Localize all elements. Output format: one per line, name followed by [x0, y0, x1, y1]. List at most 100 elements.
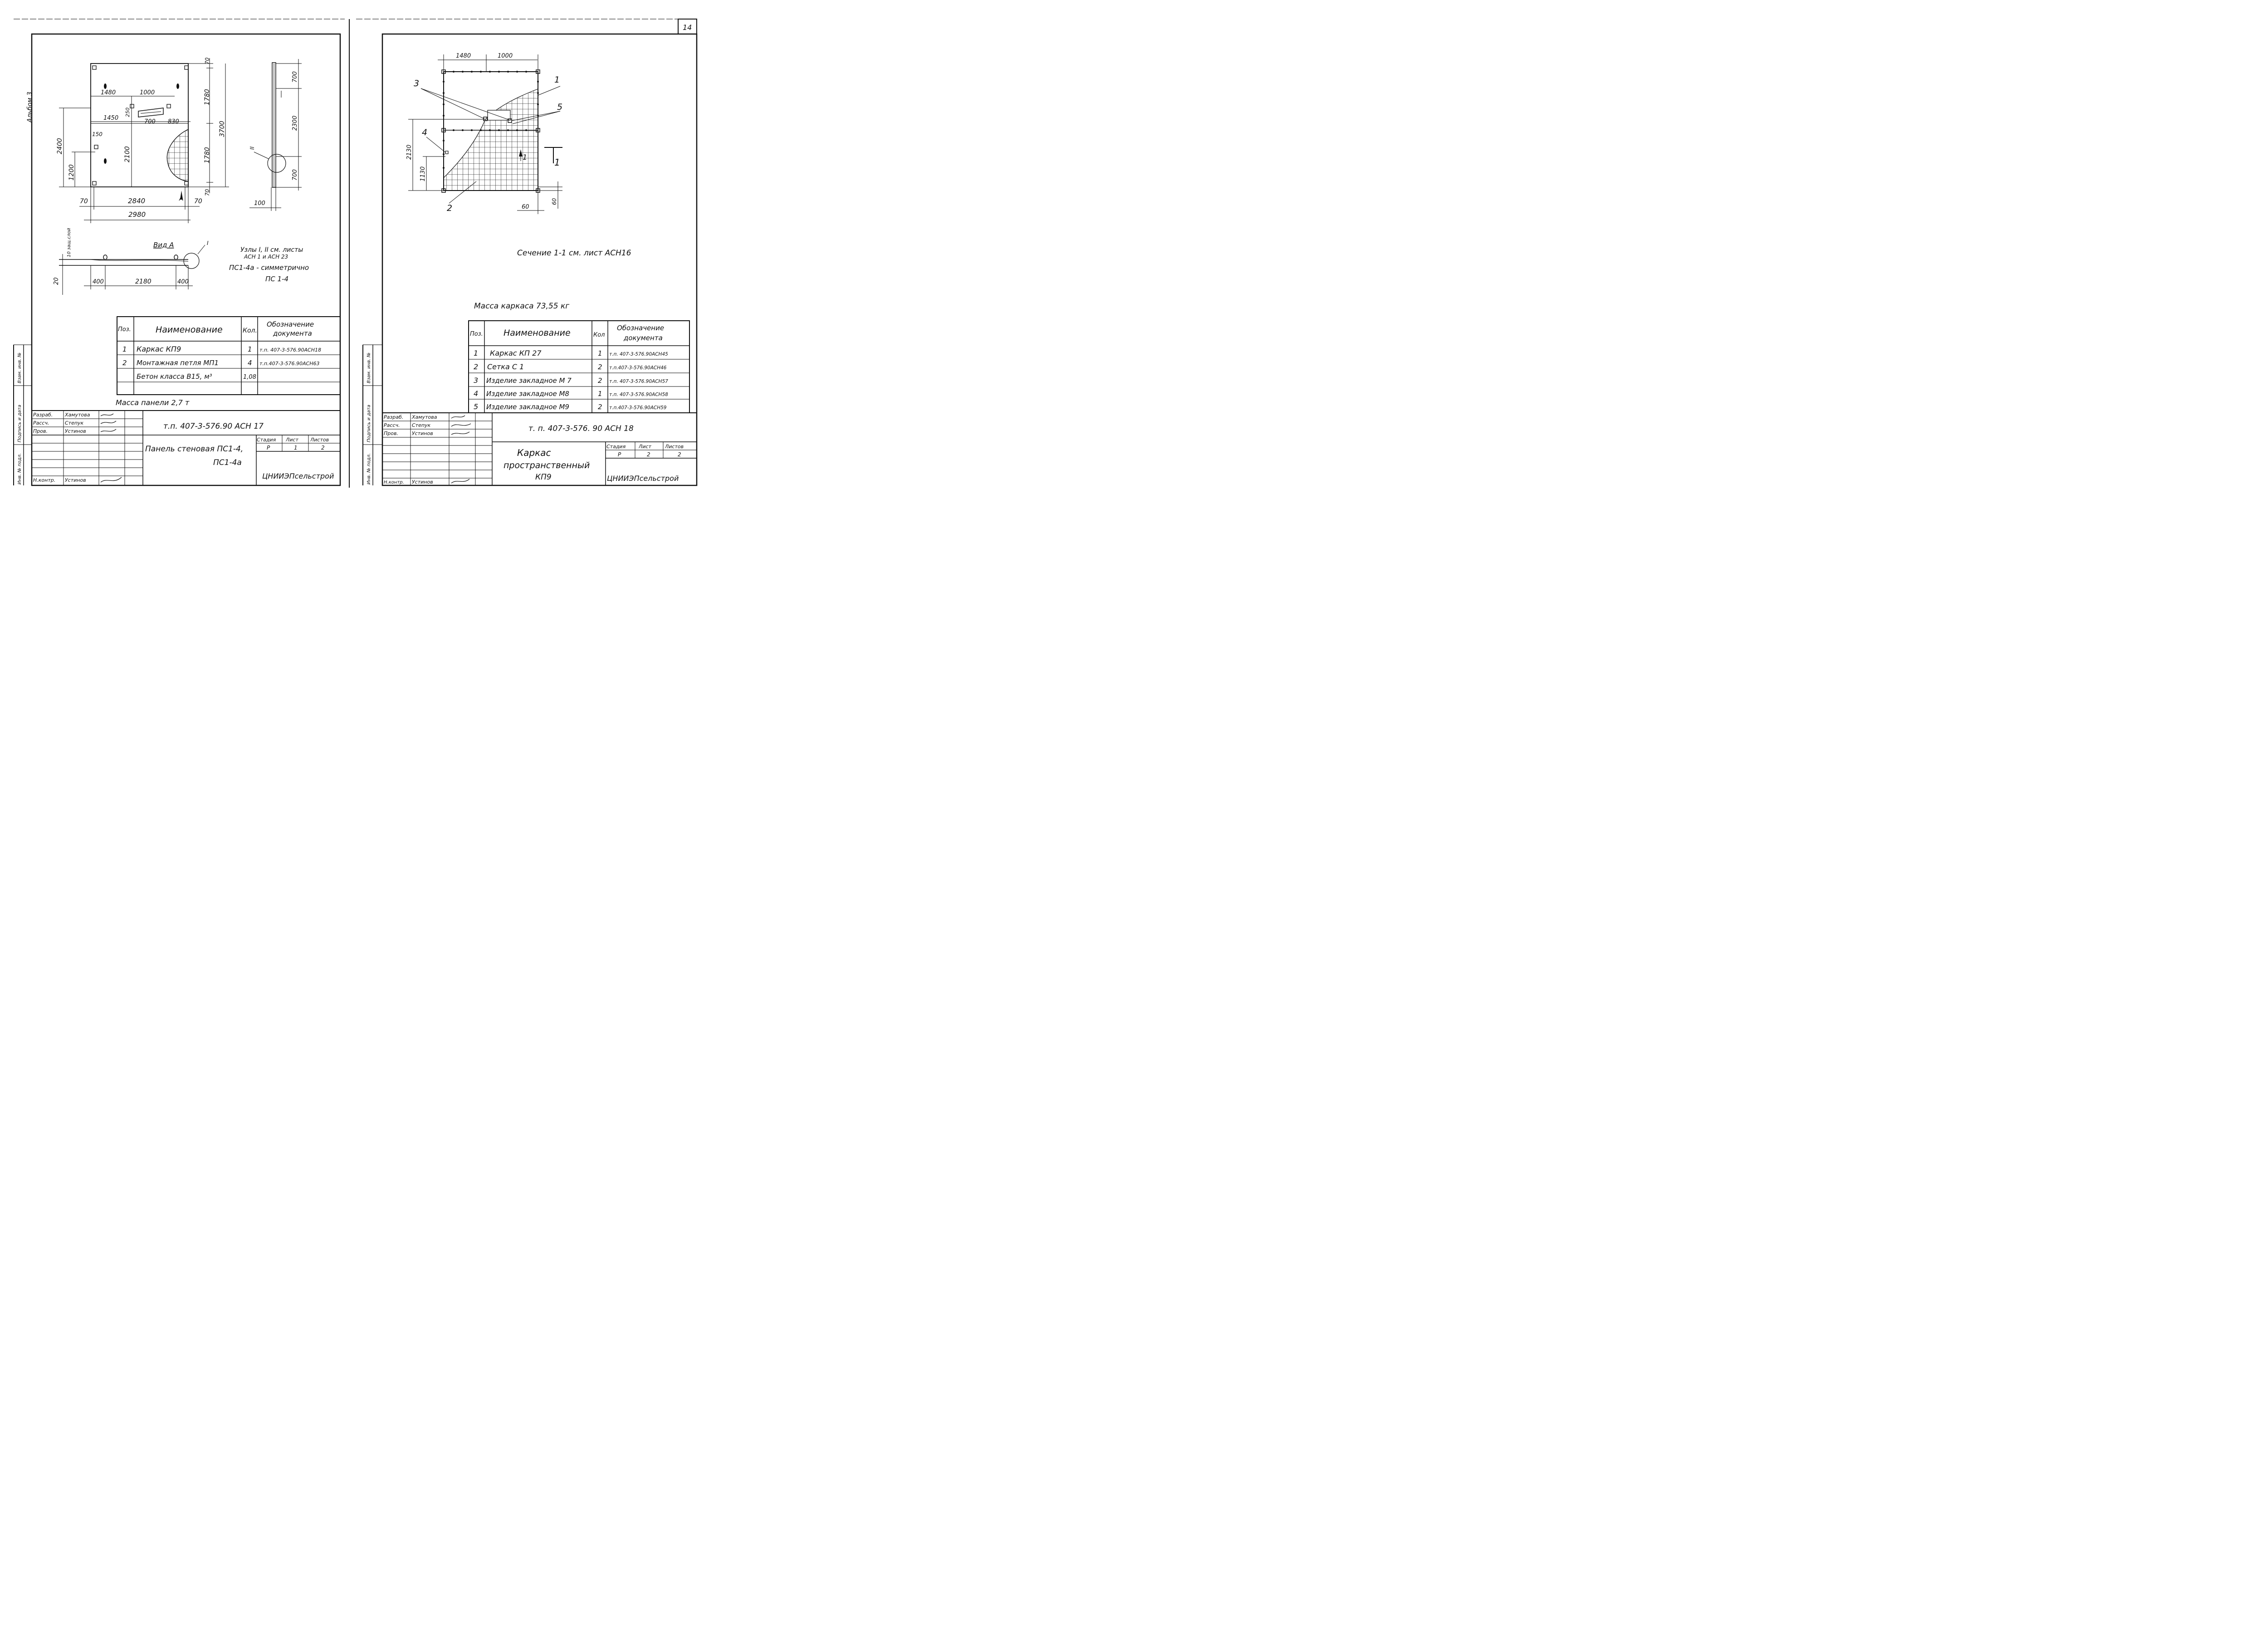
right-signatures	[451, 415, 471, 484]
left-mass-note: Масса панели 2,7 т	[116, 398, 190, 407]
node-II-label: II	[249, 146, 255, 150]
dim-1780-a: 1780	[204, 89, 211, 105]
dim-150: 150	[92, 131, 103, 137]
node-I-label: I	[207, 240, 209, 246]
margin-inv-label: Инв. № подл.	[17, 453, 22, 484]
right-sheets-header: Листов	[665, 444, 684, 450]
dim-b70: 70	[80, 198, 88, 205]
section-mark-right: 1	[554, 157, 560, 168]
dim-1200: 1200	[68, 164, 75, 181]
left-title-line1: Панель стеновая ПС1-4,	[145, 445, 243, 454]
right-spec-r4-name: Изделие закладное М8	[486, 390, 569, 398]
right-name-2: Степук	[412, 422, 431, 428]
left-spec-h-doc1: Обозначение	[267, 320, 314, 328]
dim-830: 830	[168, 118, 179, 125]
view-a: Вид А I 10 защ.слой 20 400 2180 400	[53, 228, 209, 295]
right-spec-r1-pos: 1	[474, 349, 478, 357]
left-name-1: Хамутова	[64, 412, 90, 418]
right-spec-r3-name: Изделие закладное М 7	[486, 377, 572, 385]
note-line-2: АСН 1 и АСН 23	[244, 254, 288, 260]
view-a-dim-400b: 400	[177, 279, 189, 285]
right-doc-code: т. п. 407-3-576. 90 АСН 18	[528, 424, 634, 433]
side-dim-100: 100	[254, 200, 265, 207]
left-stage-value: Р	[267, 445, 270, 451]
view-a-title: Вид А	[153, 241, 174, 249]
dim-1450: 1450	[103, 115, 118, 122]
cage-dim-1130: 1130	[420, 166, 426, 181]
section-mark-left: 1	[523, 153, 527, 161]
right-margin-inv-label: Инв. № подл.	[367, 453, 371, 484]
right-title-line2: пространственный	[503, 460, 590, 470]
view-arrow-a: A	[179, 195, 184, 202]
view-a-dim-20: 20	[53, 277, 60, 285]
right-mass-note: Масса каркаса 73,55 кг	[474, 302, 569, 311]
page-number-box	[678, 19, 697, 34]
dim-2400: 2400	[56, 138, 64, 154]
right-name-3: Устинов	[412, 431, 433, 436]
note-line-1: Узлы I, II см. листы	[240, 246, 303, 254]
side-dim-700a: 700	[292, 71, 298, 83]
right-spec-r1-qty: 1	[598, 349, 602, 357]
dim-top-70: 70	[204, 57, 210, 64]
dim-1000: 1000	[140, 89, 155, 96]
dim-700: 700	[144, 118, 156, 125]
callout-5: 5	[557, 102, 562, 112]
right-spec-r5-qty: 2	[598, 403, 602, 411]
left-spec-r2-doc: т.п.407-3-576.90АСН63	[259, 361, 320, 367]
left-spec-h-name: Наименование	[156, 325, 223, 335]
cage-callouts: 3 1 5 4 2 1 1	[414, 75, 562, 213]
right-spec-r3-qty: 2	[598, 377, 602, 385]
left-doc-code: т.п. 407-3-576.90 АСН 17	[163, 422, 264, 431]
right-spec-h-qty: Кол	[593, 332, 605, 338]
right-title-line3: КП9	[535, 473, 552, 482]
cage-drawing	[441, 69, 540, 193]
left-spec-r1-doc: т.п. 407-3-576.90АСН18	[259, 347, 321, 353]
left-role-1: Разраб.	[33, 412, 53, 418]
cage-dim-60b: 60	[551, 198, 557, 205]
left-name-2: Степук	[65, 420, 84, 426]
left-spec-r1-qty: 1	[248, 345, 252, 353]
dim-3700: 3700	[219, 121, 226, 137]
right-margin-vzam-label: Взам. инв. №	[367, 352, 371, 383]
right-spec-r2-qty: 2	[598, 363, 602, 371]
left-sheets-value: 2	[321, 445, 325, 451]
side-dim-2300: 2300	[292, 116, 298, 131]
right-spec-r3-doc: т.п. 407-3-576.90АСН57	[609, 379, 668, 384]
right-sheets-value: 2	[678, 451, 681, 458]
left-spec-r2-name: Монтажная петля МП1	[137, 359, 219, 367]
left-spec-r3-name: Бетон класса В15, м³	[137, 372, 212, 381]
right-spec-r3-pos: 3	[474, 376, 478, 385]
right-spec-r5-pos: 5	[474, 402, 478, 411]
notes-block: Узлы I, II см. листы АСН 1 и АСН 23 ПС1-…	[229, 246, 309, 283]
left-role-4: Н.контр.	[33, 477, 55, 483]
right-margin-sign-label: Подпись и дата	[367, 405, 371, 442]
right-spec-r5-doc: т.п.407-3-576.90АСН59	[609, 405, 667, 411]
right-spec-r1-name: Каркас КП 27	[490, 349, 542, 357]
right-title-block: Разраб. Рассч. Пров. Н.контр. Хамутова С…	[382, 412, 697, 486]
right-spec-r4-qty: 1	[598, 390, 602, 398]
left-signatures	[100, 413, 122, 483]
cage-dim-2130: 2130	[406, 145, 413, 160]
dim-2100: 2100	[124, 146, 131, 162]
dim-2840: 2840	[128, 197, 145, 205]
callout-2: 2	[447, 203, 452, 213]
right-spec-r2-pos: 2	[474, 362, 478, 371]
note-line-3: ПС1-4а - симметрично	[229, 264, 309, 272]
dim-1780-b: 1780	[204, 147, 211, 163]
right-title-line1: Каркас	[517, 447, 551, 458]
panel-plan	[90, 63, 189, 187]
left-sheets-header: Листов	[310, 437, 329, 443]
left-spec-r1-pos: 1	[122, 345, 127, 353]
note-line-4: ПС 1-4	[265, 275, 288, 283]
drawing-canvas: Альбом 3 Инв. № подл. Подпись и дата Вза…	[13, 19, 699, 488]
right-role-4: Н.контр.	[384, 480, 404, 485]
margin-vzam-label: Взам. инв. №	[17, 352, 22, 383]
left-name-4: Устинов	[65, 477, 86, 483]
album-label: Альбом 3	[26, 92, 34, 123]
callout-4: 4	[422, 127, 427, 137]
left-role-2: Рассч.	[33, 420, 49, 426]
view-a-dim-2180: 2180	[135, 278, 152, 285]
right-spec-r5-name: Изделие закладное М9	[486, 403, 569, 411]
left-sheet-header: Лист	[285, 437, 298, 443]
left-role-3: Пров.	[33, 428, 48, 434]
